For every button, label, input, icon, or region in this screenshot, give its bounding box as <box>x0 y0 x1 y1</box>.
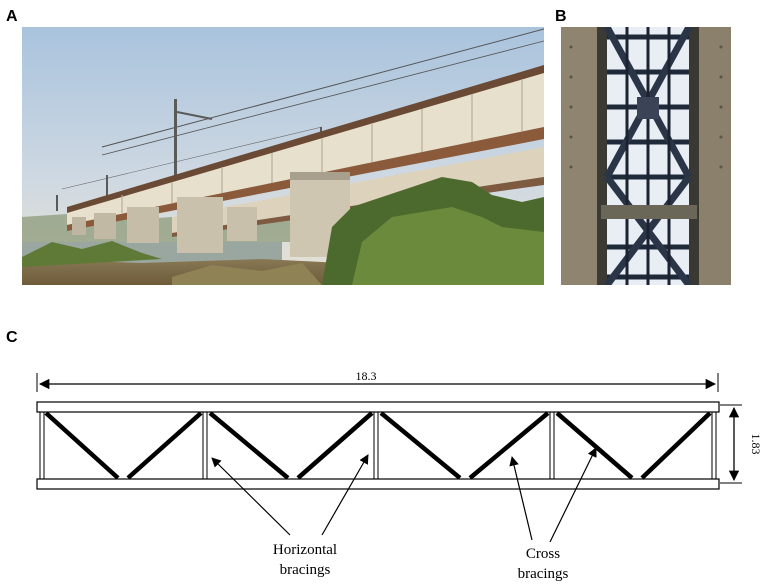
panel-c-label: C <box>6 329 18 346</box>
depth-dimension-label: 1.83 <box>749 434 763 455</box>
cross-bracings-callout <box>509 447 597 543</box>
span-dimension-label: 18.3 <box>356 369 377 383</box>
depth-dimension: 1.83 <box>720 404 763 484</box>
horizontal-bracings-label-line2: bracings <box>280 562 331 578</box>
span-dimension: 18.3 <box>36 369 719 392</box>
horizontal-bracings-label-line1: Horizontal <box>273 542 337 558</box>
cross-bracings-label-line2: bracings <box>518 566 569 582</box>
cross-bracings-label-line1: Cross <box>526 546 560 562</box>
panel-b-label: B <box>555 8 567 25</box>
vertical-posts <box>39 412 717 479</box>
cross-bracings <box>44 411 712 480</box>
horizontal-bracings-callout <box>211 454 369 536</box>
panel-a-label: A <box>6 8 18 25</box>
bridge-photo <box>22 27 544 285</box>
truss-diagram: 18.3 1.83 Horizontal bracings <box>36 369 763 582</box>
bracing-closeup-photo <box>561 27 731 285</box>
bottom-chord <box>36 478 720 490</box>
top-chord <box>36 401 720 413</box>
